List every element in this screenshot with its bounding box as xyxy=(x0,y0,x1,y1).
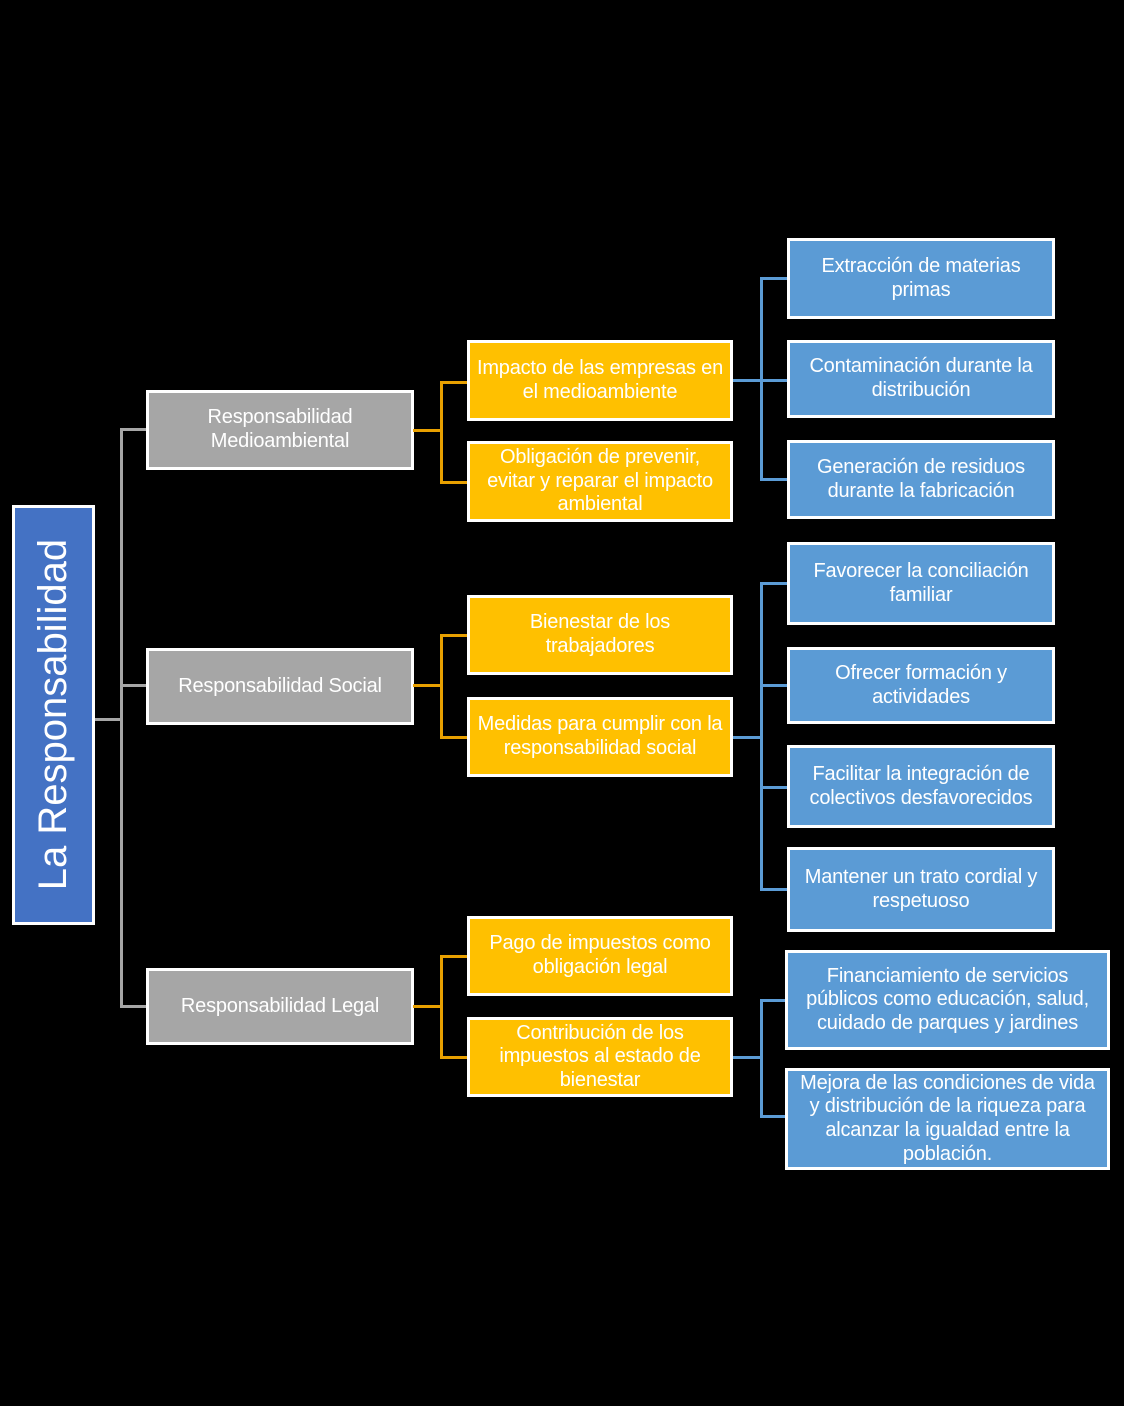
connector-blue1-stub3 xyxy=(763,478,787,481)
child-label: Bienestar de los trabajadores xyxy=(529,611,671,657)
leaf-node-financiamiento: Financiamiento de servicios públicos com… xyxy=(785,950,1110,1050)
leaf-label: Contaminación durante la distribución xyxy=(809,355,1033,401)
connector-blue3-vertical xyxy=(760,999,763,1118)
connector-yellow3-stub2 xyxy=(443,1056,467,1059)
child-node-contribucion: Contribución de los impuestos al estado … xyxy=(467,1017,733,1097)
connector-yellow1-stub2 xyxy=(443,481,467,484)
child-node-impacto: Impacto de las empresas en el medioambie… xyxy=(467,340,733,421)
connector-blue3-stub2 xyxy=(763,1115,785,1118)
leaf-node-conciliacion: Favorecer la conciliación familiar xyxy=(787,542,1055,625)
child-label: Medidas para cumplir con la responsabili… xyxy=(477,713,723,759)
connector-root-vertical xyxy=(120,428,123,1008)
leaf-label: Mantener un trato cordial y respetuoso xyxy=(804,865,1038,912)
connector-yellow2-stub1 xyxy=(443,634,467,637)
leaf-label: Favorecer la conciliación familiar xyxy=(813,559,1029,606)
leaf-node-formacion: Ofrecer formación y actividades xyxy=(787,647,1055,724)
child-label: Contribución de los impuestos al estado … xyxy=(499,1021,701,1091)
connector-branch1-stub xyxy=(123,428,146,431)
leaf-label: Ofrecer formación y actividades xyxy=(835,661,1007,708)
branch-label: Responsabilidad Medioambiental xyxy=(207,406,353,452)
branch-node-social: Responsabilidad Social xyxy=(146,648,414,725)
connector-yellow1-stub1 xyxy=(443,381,467,384)
child-label: Impacto de las empresas en el medioambie… xyxy=(476,356,724,403)
connector-blue2-stub4 xyxy=(763,888,787,891)
connector-blue1-stub1 xyxy=(763,277,787,280)
connector-yellow2-stub2 xyxy=(443,736,467,739)
child-label: Obligación de prevenir, evitar y reparar… xyxy=(487,446,713,516)
connector-blue2-vertical xyxy=(760,582,763,891)
leaf-label: Financiamiento de servicios públicos com… xyxy=(806,964,1089,1034)
connector-blue3-stub1 xyxy=(763,999,785,1002)
connector-blue2-stub3 xyxy=(763,786,787,789)
leaf-node-contaminacion: Contaminación durante la distribución xyxy=(787,340,1055,418)
leaf-label: Mejora de las condiciones de vida y dist… xyxy=(800,1071,1095,1165)
connector-branch2-stub xyxy=(123,684,146,687)
connector-root-stub xyxy=(95,718,122,721)
connector-blue2-from xyxy=(733,736,760,739)
connector-yellow3-stub1 xyxy=(443,955,467,958)
connector-blue2-stub1 xyxy=(763,582,787,585)
connector-blue1-stub2 xyxy=(763,379,787,382)
connector-blue1-from xyxy=(733,379,760,382)
leaf-node-mejora-condiciones: Mejora de las condiciones de vida y dist… xyxy=(785,1068,1110,1170)
connector-branch3-stub xyxy=(123,1005,146,1008)
connector-yellow2-from xyxy=(413,684,440,687)
leaf-node-trato-cordial: Mantener un trato cordial y respetuoso xyxy=(787,847,1055,932)
connector-blue1-vertical xyxy=(760,277,763,481)
branch-node-legal: Responsabilidad Legal xyxy=(146,968,414,1045)
child-node-pago-impuestos: Pago de impuestos como obligación legal xyxy=(467,916,733,996)
child-node-bienestar: Bienestar de los trabajadores xyxy=(467,595,733,675)
child-node-obligacion: Obligación de prevenir, evitar y reparar… xyxy=(467,441,733,522)
connector-yellow3-vertical xyxy=(440,955,443,1059)
connector-yellow3-from xyxy=(413,1005,440,1008)
leaf-node-integracion: Facilitar la integración de colectivos d… xyxy=(787,745,1055,828)
leaf-label: Generación de residuos durante la fabric… xyxy=(817,455,1025,502)
branch-label: Responsabilidad Legal xyxy=(180,994,380,1017)
root-title: La Responsabilidad xyxy=(30,539,75,891)
connector-yellow2-vertical xyxy=(440,634,443,739)
connector-blue3-from xyxy=(733,1056,760,1059)
connector-yellow1-vertical xyxy=(440,381,443,484)
branch-label: Responsabilidad Social xyxy=(178,674,382,697)
root-node: La Responsabilidad xyxy=(12,505,95,925)
branch-node-medioambiental: Responsabilidad Medioambiental xyxy=(146,390,414,470)
leaf-node-residuos: Generación de residuos durante la fabric… xyxy=(787,440,1055,519)
leaf-label: Facilitar la integración de colectivos d… xyxy=(809,762,1033,809)
leaf-node-extraccion: Extracción de materias primas xyxy=(787,238,1055,319)
child-label: Pago de impuestos como obligación legal xyxy=(489,932,711,978)
connector-yellow1-from xyxy=(413,429,440,432)
leaf-label: Extracción de materias primas xyxy=(821,254,1021,301)
child-node-medidas: Medidas para cumplir con la responsabili… xyxy=(467,697,733,777)
connector-blue2-stub2 xyxy=(763,684,787,687)
